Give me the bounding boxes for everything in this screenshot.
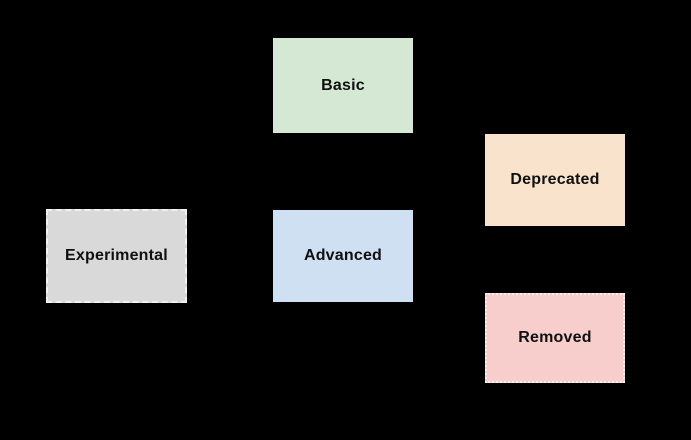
node-basic-label: Basic [321, 76, 365, 94]
node-basic[interactable]: Basic [273, 38, 413, 133]
node-experimental[interactable]: Experimental [46, 209, 187, 303]
node-removed-label: Removed [518, 329, 592, 347]
node-advanced-label: Advanced [303, 247, 383, 265]
node-advanced[interactable]: Advanced [273, 210, 413, 302]
node-removed[interactable]: Removed [485, 293, 625, 383]
node-experimental-label: Experimental [65, 247, 168, 265]
node-deprecated[interactable]: Deprecated [485, 134, 625, 226]
node-deprecated-label: Deprecated [510, 171, 600, 189]
